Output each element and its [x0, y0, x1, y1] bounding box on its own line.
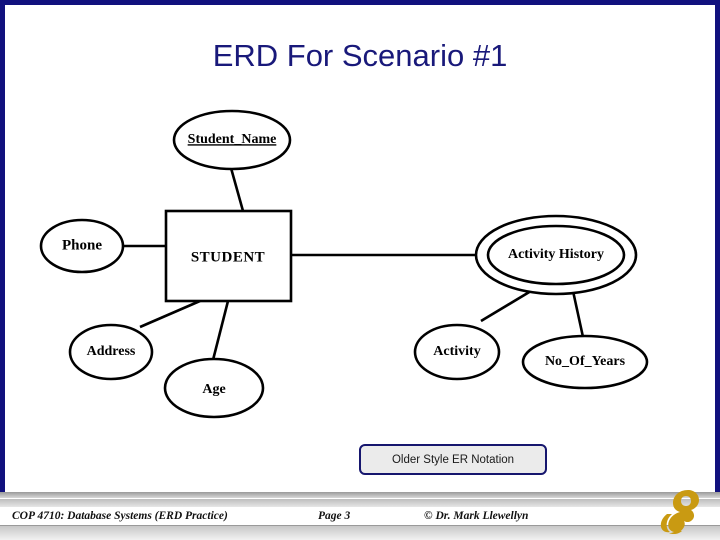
erd-attribute-age[interactable]: Age — [163, 357, 265, 419]
connector-activity-history-to-activity — [480, 289, 532, 323]
connector-activity-history-to-no-of-years — [571, 290, 585, 338]
attribute-activity-label: Activity — [433, 344, 480, 359]
footer-rule-lower — [0, 525, 720, 526]
erd-attribute-address[interactable]: Address — [68, 323, 154, 381]
footer-strip-bottom — [0, 526, 720, 540]
erd-diagram: STUDENT Student_Name Phone Address Age — [0, 95, 720, 435]
footer-author-label: © Dr. Mark Llewellyn — [424, 510, 529, 522]
slide-border-top — [0, 0, 720, 5]
notation-callout-label: Older Style ER Notation — [391, 453, 515, 466]
erd-connectors — [122, 167, 585, 361]
slide-border-right — [715, 0, 720, 497]
footer-rule-upper — [0, 498, 720, 499]
attribute-age-ellipse — [163, 357, 265, 419]
attribute-activity-history-inner-ellipse — [486, 224, 626, 286]
slide-border-left — [0, 0, 5, 497]
connector-student-to-address — [139, 299, 201, 329]
erd-attribute-activity-history[interactable]: Activity History — [474, 214, 638, 296]
attribute-activity-ellipse — [413, 323, 501, 381]
attribute-no-of-years-label: No_Of_Years — [545, 354, 626, 369]
attribute-student-name-ellipse — [172, 109, 292, 171]
page-title: ERD For Scenario #1 — [212, 38, 508, 73]
erd-canvas-svg: STUDENT Student_Name Phone Address Age — [39, 109, 649, 419]
footer-strip-top — [0, 492, 720, 498]
footer-text-row: COP 4710: Database Systems (ERD Practice… — [0, 507, 720, 525]
erd-entity-student[interactable]: STUDENT — [164, 209, 293, 303]
attribute-activity-history-label: Activity History — [508, 247, 604, 262]
attribute-student-name-label: Student_Name — [188, 132, 277, 147]
entity-student-box — [164, 209, 293, 303]
attribute-no-of-years-ellipse — [521, 334, 649, 390]
footer-course-label: COP 4710: Database Systems (ERD Practice… — [12, 510, 228, 522]
erd-attribute-student-name[interactable]: Student_Name — [172, 109, 292, 171]
attribute-phone-label: Phone — [62, 237, 102, 253]
attribute-age-label: Age — [202, 382, 225, 397]
attribute-phone-ellipse — [39, 218, 125, 274]
attribute-address-label: Address — [87, 344, 136, 359]
connector-student-to-student-name — [229, 167, 245, 212]
footer-page-number: Page 3 — [318, 510, 351, 522]
slide-footer: COP 4710: Database Systems (ERD Practice… — [0, 492, 720, 540]
notation-callout-box: Older Style ER Notation — [359, 444, 547, 475]
erd-attribute-no-of-years[interactable]: No_Of_Years — [521, 334, 649, 390]
footer-band — [0, 499, 720, 507]
pegasus-logo — [655, 486, 709, 536]
erd-attribute-phone[interactable]: Phone — [39, 218, 125, 274]
erd-attribute-activity[interactable]: Activity — [413, 323, 501, 381]
pegasus-logo-icon — [660, 490, 699, 535]
entity-student-label: STUDENT — [191, 249, 265, 265]
connector-student-to-age — [211, 300, 230, 361]
attribute-address-ellipse — [68, 323, 154, 381]
